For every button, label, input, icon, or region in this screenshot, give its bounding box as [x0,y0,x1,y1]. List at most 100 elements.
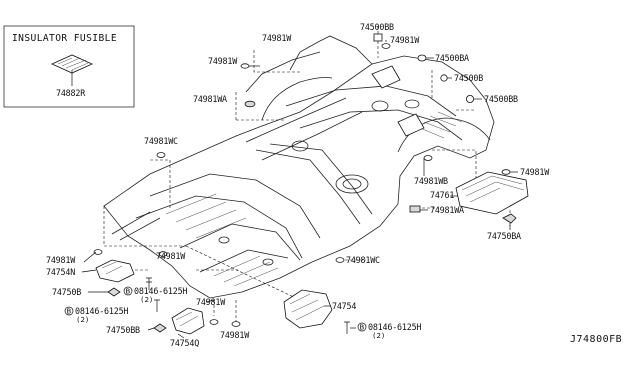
grommet-bottom-2-icon [231,321,241,327]
floor-outline [103,55,495,299]
bracket-754n [95,259,135,283]
nut-750bb-icon [153,323,167,333]
callout-74750bb: 74750BB [106,325,140,335]
grommet-top-icon [381,43,391,49]
bolt-symbol-icon [64,306,74,316]
dash-wc-left [150,159,171,208]
rear-wheelhouse-left [261,77,333,121]
leader-lines [81,40,518,339]
grommet-wa-right-icon [409,205,421,213]
front-crossmember [135,173,321,259]
leader-15 [83,251,97,263]
inset-title: INSULATOR FUSIBLE [12,33,117,44]
bolt-right-icon [344,321,350,334]
floor-ribs-front [213,255,279,287]
floor-panel-body [103,35,495,299]
plug-bb-icon [373,33,383,42]
grommet-right-icon [501,169,511,175]
bolt-symbol-icon [123,286,133,296]
dash-rear-right [431,70,474,111]
diagram-code: J74800FB [570,334,622,345]
callout-74981w: 74981W [390,35,420,45]
grommet-wc-icon [156,152,166,158]
floor-hole-4 [404,99,420,109]
rear-panel-top [289,35,373,71]
floor-ribs-rear [419,111,463,139]
nut-ba-icon [502,213,517,224]
callout-qty: (2) [140,295,153,304]
plug-bb-right-icon [465,95,474,104]
grommet-left-icon [93,249,103,255]
rear-bracket-2 [397,113,425,137]
bolt-symbol-letter: B [360,323,365,332]
mid-crossmember [179,223,301,273]
dash-w-top [253,50,300,73]
inset-frame [3,25,135,108]
placement-lines [103,26,511,322]
rear-wheelhouse-right [397,117,491,153]
callout-74500bb: 74500BB [360,22,394,32]
callout-74750b: 74750B [52,287,81,297]
heat-insulator-761-hatch [461,175,525,203]
floor-hole-6 [218,236,230,244]
floor-hole-5 [262,258,274,266]
bolt-callout-3: B 08146-6125H (2) [357,322,422,340]
bracket-754n-hatch [101,261,123,275]
callout-74981wa: 74981WA [430,205,464,215]
insulator-754q [171,307,205,335]
tunnel-edge [245,97,363,161]
callout-74500ba: 74500BA [435,53,469,63]
leader-25 [177,333,185,339]
insulator-pad-hatch [57,57,89,71]
bolt-symbol-letter: B [126,287,131,296]
side-sill-rear [245,51,321,93]
leader-16 [81,269,97,273]
grommet-wb-icon [423,155,433,161]
callout-74761: 74761 [430,190,454,200]
callout-qty: (2) [372,331,385,340]
callout-74981wa: 74981WA [193,94,227,104]
callout-74981w: 74981W [208,56,238,66]
callout-74500b: 74500B [454,73,483,83]
floor-hole-2 [291,140,309,152]
callout-74750ba: 74750BA [487,231,521,241]
floor-ribs-left [165,193,247,239]
tunnel-centre [255,143,373,225]
callout-74981w: 74981W [520,167,550,177]
insulator-754 [283,289,333,329]
bolt-symbol-icon [357,322,367,332]
dash-wa-top [235,92,286,121]
grommet-wc-mid-icon [335,257,345,263]
callout-74754q: 74754Q [170,338,199,348]
callout-74754: 74754 [332,301,356,311]
grommet-bottom-icon [209,319,219,325]
plug-b-icon [440,74,448,82]
dash-front-left [103,206,301,301]
small-parts [93,33,517,334]
insulator-pad-icon [51,54,93,74]
rear-bracket [371,65,401,89]
grommet-wa-icon [244,100,256,108]
front-sill [111,211,161,241]
floor-hole-1 [335,174,369,194]
grommet-icon [240,63,250,69]
bolt-callout-1: B 08146-6125H (2) [123,286,188,304]
callout-74981wb: 74981WB [414,176,448,186]
callout-74981w: 74981W [220,330,250,340]
insulator-fusible-inset: INSULATOR FUSIBLE 74882R [3,25,135,108]
callout-08146-6125h: 08146-6125H [134,286,187,296]
callout-74981w: 74981W [262,33,292,43]
callout-74500bb: 74500BB [484,94,518,104]
grommet-mid-left-icon [158,251,168,257]
nut-750b-icon [107,287,121,297]
bolt-callout-2: B 08146-6125H (2) [64,306,129,324]
callout-08146-6125h: 08146-6125H [368,322,421,332]
callout-74981w: 74981W [46,255,76,265]
insulator-754-hatch [289,293,325,321]
plug-ba-icon [417,54,427,62]
insulator-parts [95,65,529,335]
floor-hole-1-inner [342,178,362,190]
bolt-mid-icon [154,299,160,312]
bolt-symbol-letter: B [67,307,72,316]
